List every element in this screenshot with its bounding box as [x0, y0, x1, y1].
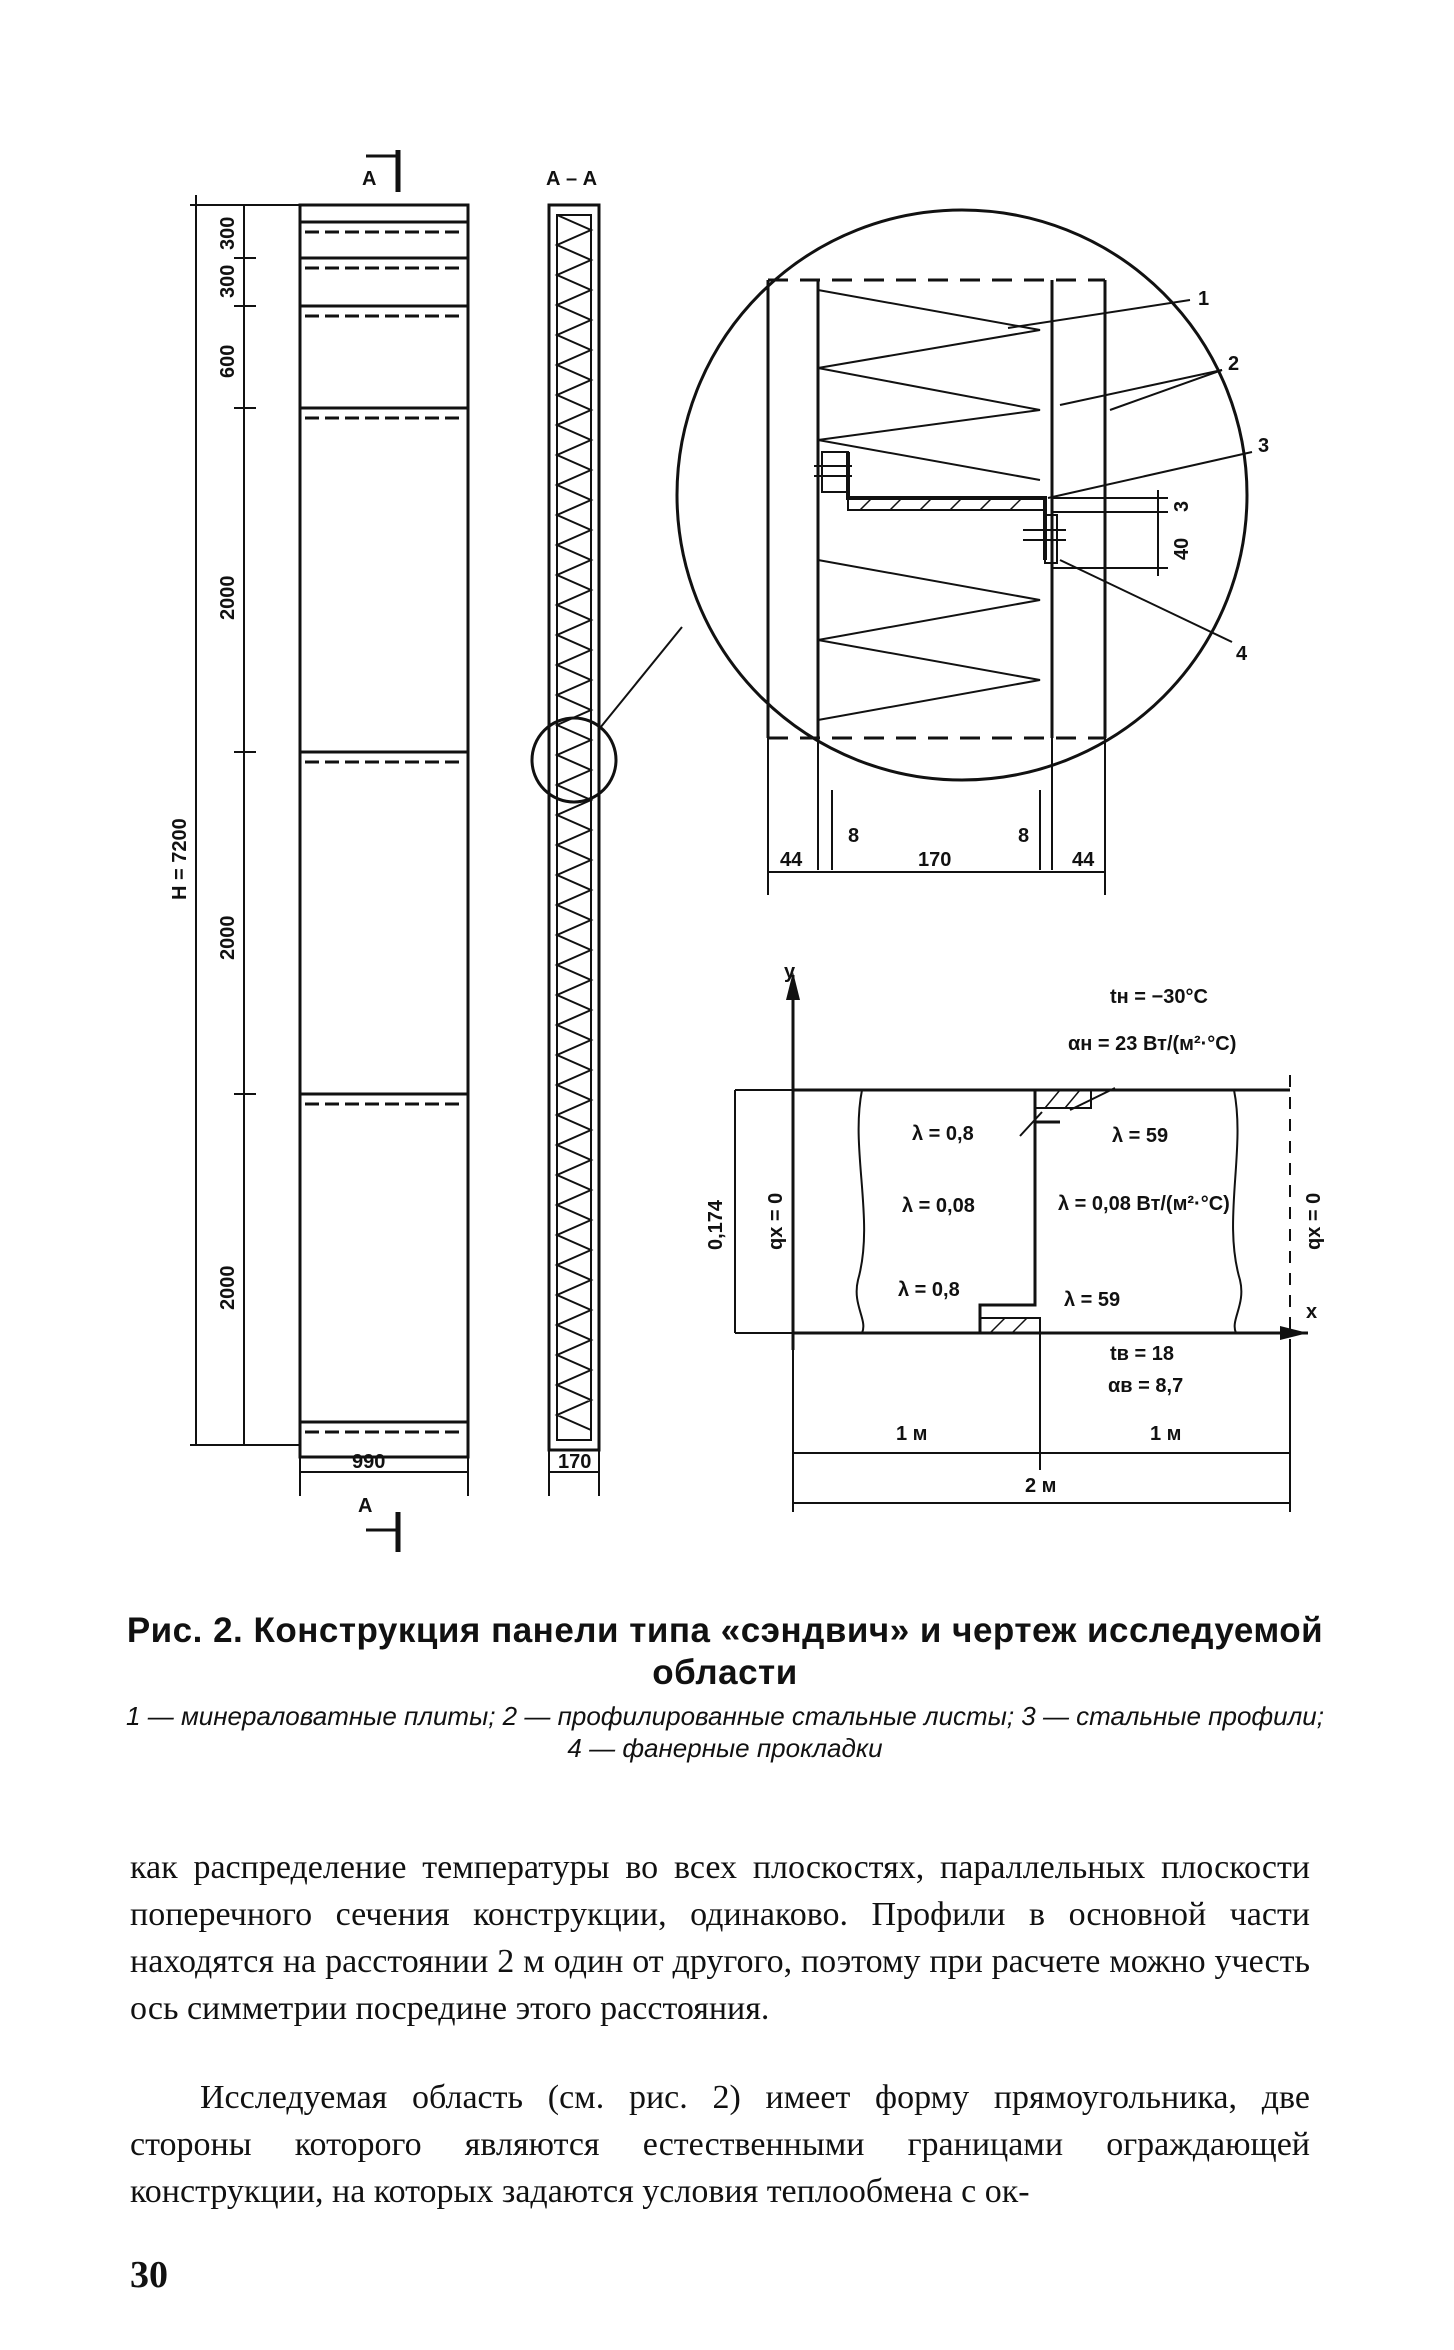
inside-temperature: tв = 18 — [1110, 1343, 1174, 1365]
lambda-steel-top: λ = 59 — [1112, 1125, 1168, 1147]
lambda-insulation-left: λ = 0,08 — [902, 1195, 975, 1217]
dim-600: 600 — [217, 345, 239, 378]
detail-dim-8-left: 8 — [848, 825, 859, 847]
detail-dim-44-right: 44 — [1072, 849, 1095, 871]
lambda-insulation-right: λ = 0,08 Вт/(м²·°С) — [1058, 1193, 1230, 1215]
dim-300-a: 300 — [217, 217, 239, 250]
axis-y-label: y — [784, 961, 796, 983]
section-title: А – А — [546, 168, 597, 190]
panel-width-label: 990 — [352, 1451, 385, 1473]
panel-elevation — [298, 150, 470, 1552]
detail-dimension-lines — [767, 738, 1106, 895]
calculation-domain — [734, 972, 1308, 1512]
lambda-plywood-top: λ = 0,8 — [912, 1123, 974, 1145]
outside-heat-transfer: αн = 23 Вт/(м²·°С) — [1068, 1033, 1236, 1055]
span-total-label: 2 м — [1025, 1475, 1056, 1497]
lambda-steel-bottom: λ = 59 — [1064, 1289, 1120, 1311]
dim-2000-b: 2000 — [217, 916, 239, 961]
page-number: 30 — [130, 2254, 168, 2296]
dim-300-b: 300 — [217, 265, 239, 298]
callout-1: 1 — [1198, 288, 1209, 310]
figure-drawing: А А А – А H = 7200 300 300 600 2000 2000… — [169, 150, 1325, 1552]
detail-dim-170: 170 — [918, 849, 951, 871]
section-mark-top: А — [362, 168, 376, 190]
height-dimension-lines — [190, 195, 300, 1446]
callout-2: 2 — [1228, 353, 1239, 375]
detail-view — [675, 208, 1253, 782]
symmetry-left-label: qx = 0 — [765, 1193, 787, 1250]
figure-caption-legend: 1 — минераловатные плиты; 2 — профилиров… — [126, 1701, 1324, 1763]
span-left-label: 1 м — [896, 1423, 927, 1445]
detail-dim-3: 3 — [1171, 501, 1193, 512]
detail-dim-44-left: 44 — [780, 849, 803, 871]
lambda-plywood-bottom: λ = 0,8 — [898, 1279, 960, 1301]
height-total-label: H = 7200 — [169, 818, 191, 900]
body-paragraph-1: как распределение температуры во всех пл… — [130, 1849, 1310, 2027]
section-a-a — [530, 203, 683, 1496]
dim-2000-c: 2000 — [217, 1266, 239, 1311]
figure-caption-title: Рис. 2. Конструкция панели типа «сэндвич… — [126, 1611, 1324, 1692]
inside-heat-transfer: αв = 8,7 — [1108, 1375, 1183, 1397]
callout-3: 3 — [1258, 435, 1269, 457]
panel-thickness-label: 170 — [558, 1451, 591, 1473]
dim-2000-a: 2000 — [217, 576, 239, 621]
span-right-label: 1 м — [1150, 1423, 1181, 1445]
section-mark-bottom: А — [358, 1495, 372, 1517]
callout-4: 4 — [1236, 643, 1248, 665]
domain-height-label: 0,174 — [705, 1199, 727, 1250]
detail-dim-40: 40 — [1171, 538, 1193, 560]
detail-dim-8-right: 8 — [1018, 825, 1029, 847]
symmetry-right-label: qx = 0 — [1303, 1193, 1325, 1250]
outside-temperature: tн = −30°С — [1110, 986, 1208, 1008]
axis-x-label: x — [1306, 1301, 1317, 1323]
body-paragraph-2: Исследуемая область (см. рис. 2) имеет ф… — [130, 2079, 1310, 2210]
